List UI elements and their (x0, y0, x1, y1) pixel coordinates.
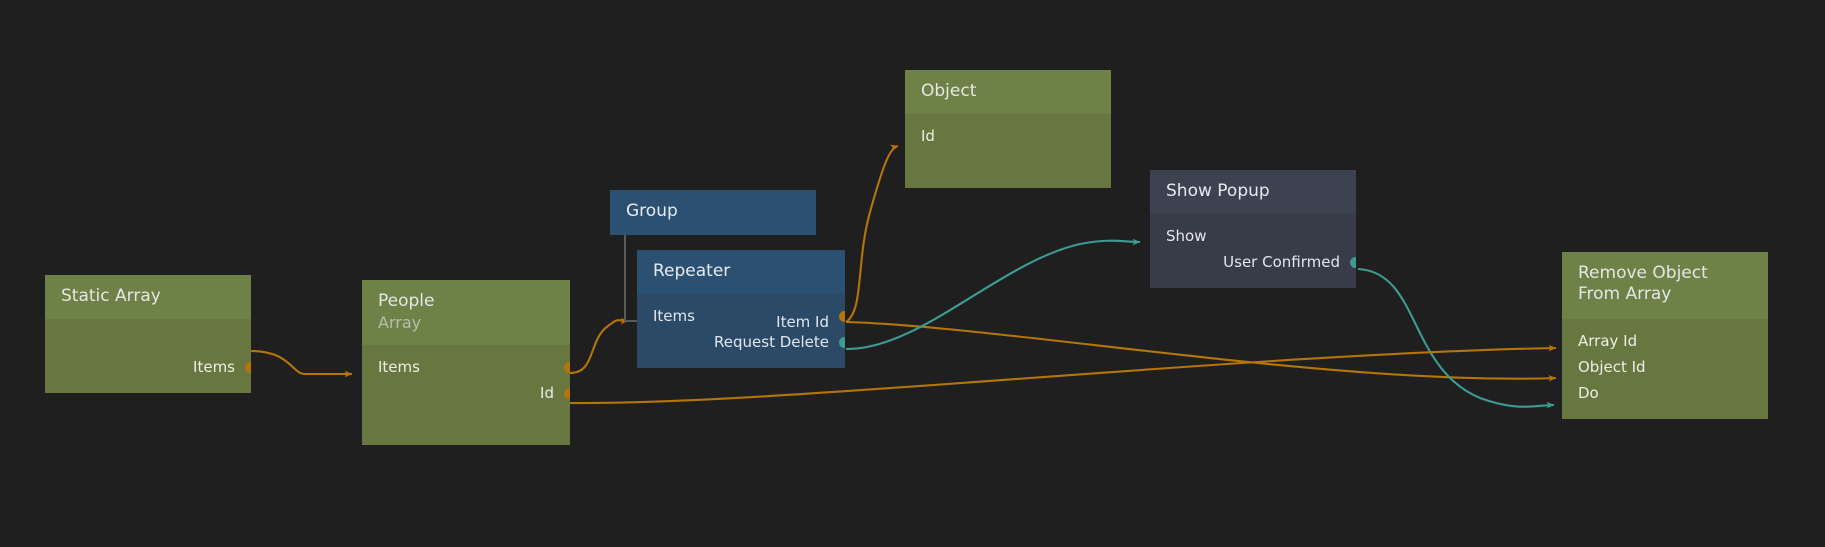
edge-showpopup-userconfirmed-to-remove-do (1357, 267, 1555, 409)
port-label: Array Id (1578, 332, 1638, 350)
node-show-popup-body: Show User Confirmed (1150, 214, 1356, 288)
port-dot-orange[interactable] (245, 362, 251, 373)
port-dot-orange[interactable] (564, 362, 570, 373)
port-label: Id (921, 127, 935, 145)
spacer-row (905, 149, 1111, 175)
edge-people-items-to-repeater-items (569, 317, 629, 375)
node-group-header: Group (610, 190, 816, 235)
port-static-array-items-out[interactable]: Items (45, 354, 251, 380)
port-dot-orange[interactable] (564, 388, 570, 399)
node-object-body: Id (905, 114, 1111, 188)
node-repeater[interactable]: Repeater Items Request Delete (637, 250, 845, 368)
port-people-id-out[interactable]: Id (362, 380, 570, 406)
node-people-title: People (378, 291, 435, 311)
port-label: Show (1166, 227, 1207, 245)
node-show-popup-header: Show Popup (1150, 170, 1356, 214)
node-group-title: Group (626, 201, 678, 221)
node-remove-object-from-array-body: Array Id Object Id Do (1562, 319, 1768, 419)
node-object-title: Object (921, 81, 977, 101)
port-show-popup-user-confirmed-out[interactable]: User Confirmed (1150, 249, 1356, 275)
node-repeater-body: Items Request Delete (637, 294, 845, 368)
node-static-array-title: Static Array (61, 286, 161, 306)
port-repeater-item-id-out[interactable]: Item Id (637, 309, 845, 335)
node-people-subtitle: Array (378, 313, 422, 332)
node-group[interactable]: Group (610, 190, 816, 235)
port-people-items-in[interactable]: Items (362, 354, 570, 380)
port-label: User Confirmed (1223, 253, 1340, 271)
node-people[interactable]: People Array Items Id (362, 280, 570, 445)
port-dot-teal[interactable] (839, 337, 845, 348)
node-repeater-title: Repeater (653, 261, 731, 281)
node-object[interactable]: Object Id (905, 70, 1111, 188)
port-dot-orange[interactable] (839, 311, 845, 322)
edge-repeater-requestdelete-to-showpopup-show (845, 238, 1141, 351)
port-repeater-request-delete-out[interactable]: Request Delete (637, 329, 845, 355)
node-people-body: Items Id (362, 345, 570, 445)
port-remove-do-in[interactable]: Do (1562, 380, 1768, 406)
edge-repeater-itemid-to-object-id (845, 144, 899, 323)
port-label: Request Delete (714, 333, 829, 351)
port-label: Object Id (1578, 358, 1646, 376)
node-static-array-header: Static Array (45, 275, 251, 319)
node-static-array[interactable]: Static Array Items (45, 275, 251, 393)
node-object-header: Object (905, 70, 1111, 114)
node-remove-object-from-array-title: Remove Object From Array (1578, 263, 1708, 304)
port-repeater-items-in[interactable]: Items (637, 303, 845, 329)
node-repeater-header: Repeater (637, 250, 845, 294)
port-label: Do (1578, 384, 1599, 402)
node-remove-object-from-array[interactable]: Remove Object From Array Array Id Object… (1562, 252, 1768, 419)
spacer-row (362, 406, 570, 432)
port-label: Items (193, 358, 235, 376)
port-dot-teal[interactable] (1350, 257, 1356, 268)
node-people-header: People Array (362, 280, 570, 345)
node-show-popup[interactable]: Show Popup Show User Confirmed (1150, 170, 1356, 288)
port-show-popup-show-in[interactable]: Show (1150, 223, 1356, 249)
port-label: Id (540, 384, 554, 402)
port-label: Items (378, 358, 420, 376)
port-label: Item Id (776, 313, 829, 331)
edge-repeater-itemid-to-remove-objectid (845, 320, 1557, 382)
port-label: Items (653, 307, 695, 325)
node-remove-object-from-array-header: Remove Object From Array (1562, 252, 1768, 319)
node-static-array-body: Items (45, 319, 251, 393)
port-remove-object-id-in[interactable]: Object Id (1562, 354, 1768, 380)
spacer-row (45, 328, 251, 354)
node-show-popup-title: Show Popup (1166, 181, 1270, 201)
edge-static-array-items-to-people-items (250, 349, 353, 378)
port-object-id-in[interactable]: Id (905, 123, 1111, 149)
port-remove-array-id-in[interactable]: Array Id (1562, 328, 1768, 354)
